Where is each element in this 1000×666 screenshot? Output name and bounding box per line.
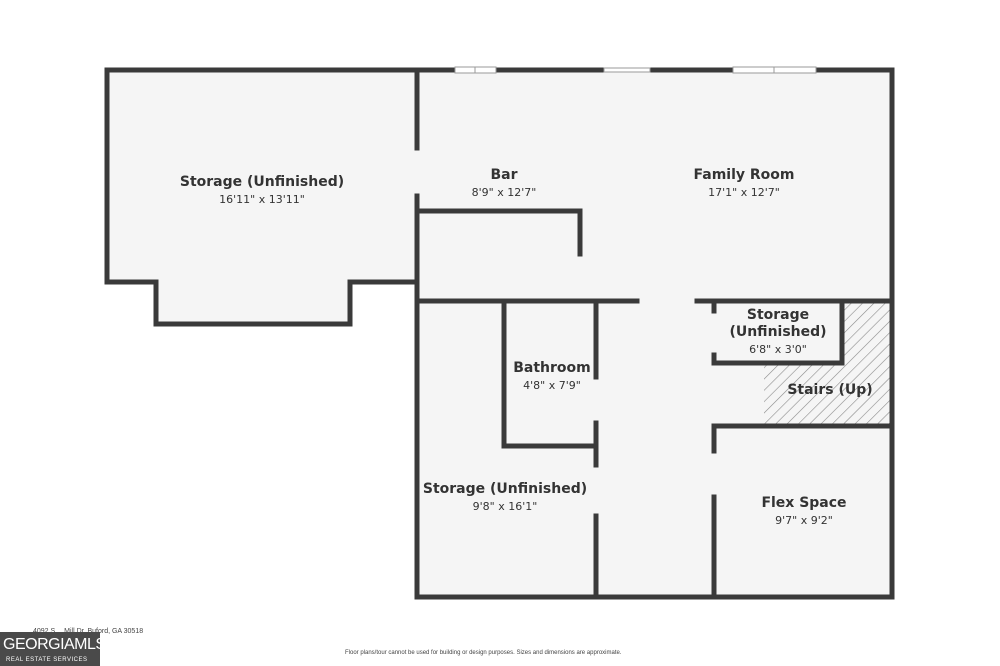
room-storage-left: Storage (Unfinished) 16'11" x 13'11" bbox=[180, 174, 344, 207]
room-dimensions: 9'8" x 16'1" bbox=[472, 500, 538, 513]
room-dimensions: 8'9" x 12'7" bbox=[471, 186, 537, 199]
room-name: Family Room bbox=[693, 167, 795, 183]
room-storage-small: Storage (Unfinished) 6'8" x 3'0" bbox=[728, 307, 828, 357]
logo-sub-text: REAL ESTATE SERVICES bbox=[6, 657, 88, 663]
disclaimer-text: Floor plans/tour cannot be used for buil… bbox=[345, 650, 622, 656]
window-mark bbox=[603, 67, 651, 73]
room-name: Bathroom bbox=[513, 360, 591, 376]
wall-bar-counter bbox=[414, 208, 583, 257]
wall-left-storage bbox=[104, 67, 420, 327]
room-family-room: Family Room 17'1" x 12'7" bbox=[694, 167, 795, 200]
room-name: Storage (Unfinished) bbox=[729, 307, 827, 340]
room-dimensions: 9'7" x 9'2" bbox=[775, 514, 833, 527]
property-address: 4092 S… Mill Dr, Buford, GA 30518 bbox=[33, 628, 144, 635]
room-name: Bar bbox=[490, 167, 518, 183]
room-stairs: Stairs (Up) bbox=[787, 382, 872, 399]
georgia-mls-logo: GEORGIAMLS REAL ESTATE SERVICES bbox=[0, 632, 106, 666]
wall-flex-space bbox=[711, 423, 895, 600]
logo-main-text: GEORGIAMLS bbox=[3, 636, 106, 653]
floor-main bbox=[417, 70, 893, 597]
room-name: Storage (Unfinished) bbox=[422, 481, 588, 497]
floor-left-storage bbox=[107, 70, 417, 324]
room-name: Flex Space bbox=[761, 495, 847, 511]
wall-small-storage bbox=[711, 298, 845, 366]
room-name: Stairs (Up) bbox=[787, 382, 873, 398]
room-dimensions: 4'8" x 7'9" bbox=[523, 379, 581, 392]
room-dimensions: 6'8" x 3'0" bbox=[749, 343, 807, 356]
window-lines bbox=[474, 67, 775, 73]
walls bbox=[104, 67, 895, 600]
floor-area bbox=[107, 70, 893, 597]
room-dimensions: 16'11" x 13'11" bbox=[219, 193, 305, 206]
room-flex-space: Flex Space 9'7" x 9'2" bbox=[761, 495, 846, 528]
room-storage-lower: Storage (Unfinished) 9'8" x 16'1" bbox=[423, 481, 587, 514]
room-bathroom: Bathroom 4'8" x 7'9" bbox=[513, 360, 591, 393]
room-dimensions: 17'1" x 12'7" bbox=[708, 186, 780, 199]
wall-bathroom bbox=[501, 298, 599, 449]
room-name: Storage (Unfinished) bbox=[179, 174, 345, 190]
room-bar: Bar 8'9" x 12'7" bbox=[472, 167, 537, 200]
